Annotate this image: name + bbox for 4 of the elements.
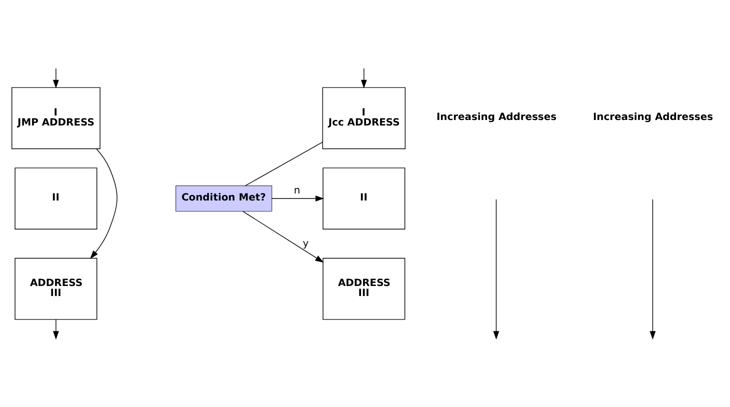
label: Increasing Addresses: [592, 112, 713, 124]
edge-label: y: [302, 238, 309, 250]
edge-label: n: [294, 186, 300, 197]
label: Increasing Addresses: [436, 112, 557, 124]
